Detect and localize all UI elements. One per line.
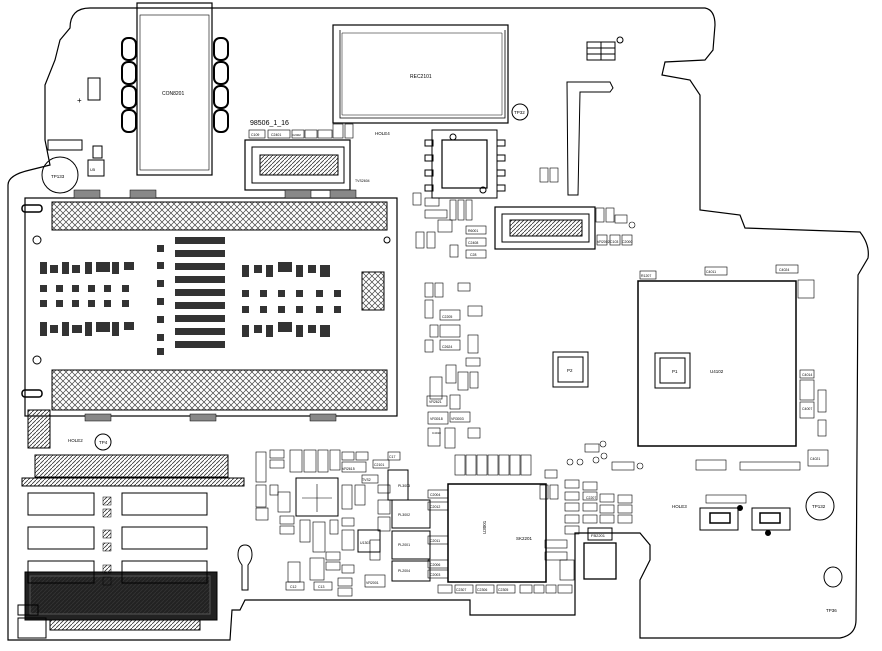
u4102-surrounding-parts — [639, 264, 829, 471]
svg-text:+: + — [77, 96, 82, 105]
j-component — [424, 129, 506, 199]
tp4-label: TP4 — [99, 440, 108, 445]
label-c12: C12 — [290, 585, 296, 589]
top-right-component — [586, 36, 624, 61]
label-vr2615: VR2615 — [342, 467, 355, 471]
p1-label: P1 — [672, 369, 678, 374]
shield-interior-pads — [40, 237, 341, 355]
label-c2003: C2003 — [430, 573, 440, 577]
bottom-left-pads — [17, 454, 245, 639]
label-pl3003: PL3003 — [398, 484, 410, 488]
u5-label: U5 — [90, 167, 96, 172]
label-c2401: C2401 — [271, 133, 281, 137]
fb2201-area: FB2201 — [583, 527, 617, 580]
tp32-label: TP32 — [514, 110, 525, 115]
btb-connector-left — [244, 139, 351, 191]
con8201-connector: CON8201 — [121, 2, 229, 176]
btb-connector-right — [494, 206, 596, 250]
label-c4024: C4024 — [779, 268, 789, 272]
sk2201-label: SK2201 — [516, 536, 533, 541]
u3001-label: U3001 — [482, 520, 487, 534]
label-em7: VR2002 — [597, 240, 610, 244]
left-upper-parts: + U5 — [41, 77, 105, 194]
lower-middle-parts — [255, 449, 573, 597]
tp32-circle — [511, 103, 529, 121]
slot-cutout — [566, 81, 614, 196]
board-outline — [7, 7, 869, 641]
label-r1207: R1207 — [641, 274, 651, 278]
center-column-parts — [424, 282, 559, 500]
label-c2632: C2624 — [442, 345, 452, 349]
label-c2408: C2408 — [468, 241, 478, 245]
label-c2012: C2012 — [430, 505, 440, 509]
center-small-parts — [412, 167, 636, 259]
label-c4011: C4011 — [706, 270, 716, 274]
label-tvs2: TVS2 — [362, 478, 371, 482]
label-vr2621: VR2621 — [429, 400, 442, 404]
label-c2006: C2006 — [430, 563, 440, 567]
hole3-label: HOLE3 — [672, 504, 687, 509]
label-c17: C17 — [389, 455, 395, 459]
tp133-label: TP133 — [51, 174, 65, 179]
hole4-label: HOLE4 — [375, 131, 390, 136]
label-pl2004: PL2004 — [398, 569, 410, 573]
rf-lines — [302, 484, 332, 512]
label-c109: C109 — [251, 133, 259, 137]
shield-can-left — [21, 189, 398, 449]
label-c4018: C4018 — [432, 431, 441, 435]
hole2-label: HOLE2 — [68, 438, 83, 443]
label-c4007: C4007 — [802, 407, 812, 411]
label-c2205: C2207 — [586, 496, 596, 500]
label-u1303: U1303 — [360, 541, 370, 545]
label-pl2001: PL2001 — [398, 543, 410, 547]
board-title-code: 98506_1_16 — [250, 120, 289, 127]
u4102-label: U4102 — [710, 369, 724, 374]
label-c2101: C2101 — [374, 463, 384, 467]
keyhole-cutout — [237, 544, 253, 591]
rec2101-receiver: REC2101 TP32 — [332, 24, 529, 124]
label-vr2001: VR2001 — [366, 581, 379, 585]
label-c2011: C2011 — [430, 539, 440, 543]
rec2101-label: REC2101 — [410, 74, 432, 80]
p2-label: P2 — [567, 368, 573, 373]
label-c2402: C2402 — [292, 133, 301, 137]
tp4-circle — [94, 433, 112, 451]
u4102-processor: P1 U4102 — [637, 280, 797, 447]
label-c2307: C2307 — [456, 588, 466, 592]
hole3-connectors — [699, 494, 791, 536]
right-small-parts — [544, 440, 644, 581]
label-c13: C13 — [318, 585, 324, 589]
label-c2004: C2004 — [430, 493, 440, 497]
label-c2305: C2305 — [498, 588, 508, 592]
label-c4021: C4021 — [810, 457, 820, 461]
label-c2306: C2306 — [477, 588, 487, 592]
fb2201-label: FB2201 — [591, 533, 606, 538]
con8201-label: CON8201 — [162, 91, 184, 97]
tp132-circle — [805, 491, 835, 521]
top-connector-labels — [248, 123, 354, 139]
u3001-pmic: U3001 SK2201 — [447, 483, 547, 583]
label-c4014: C4014 — [802, 373, 812, 377]
label-vr3003: VR3003 — [451, 417, 464, 421]
label-c2624: C2205 — [442, 315, 452, 319]
label-tvs2604: TVS2604 — [355, 179, 370, 183]
p2-pad: P2 — [552, 351, 589, 388]
tp36-label: TP36 — [826, 608, 837, 613]
label-em6: C103 — [610, 240, 618, 244]
label-c28: C28 — [470, 253, 476, 257]
label-em5: C2000 — [622, 240, 632, 244]
tp132-label: TP132 — [812, 504, 826, 509]
label-pl3002: PL3002 — [398, 513, 410, 517]
label-vr3018: VR3018 — [430, 417, 443, 421]
oval-hole — [823, 566, 843, 588]
label-r6001: R6001 — [468, 229, 478, 233]
